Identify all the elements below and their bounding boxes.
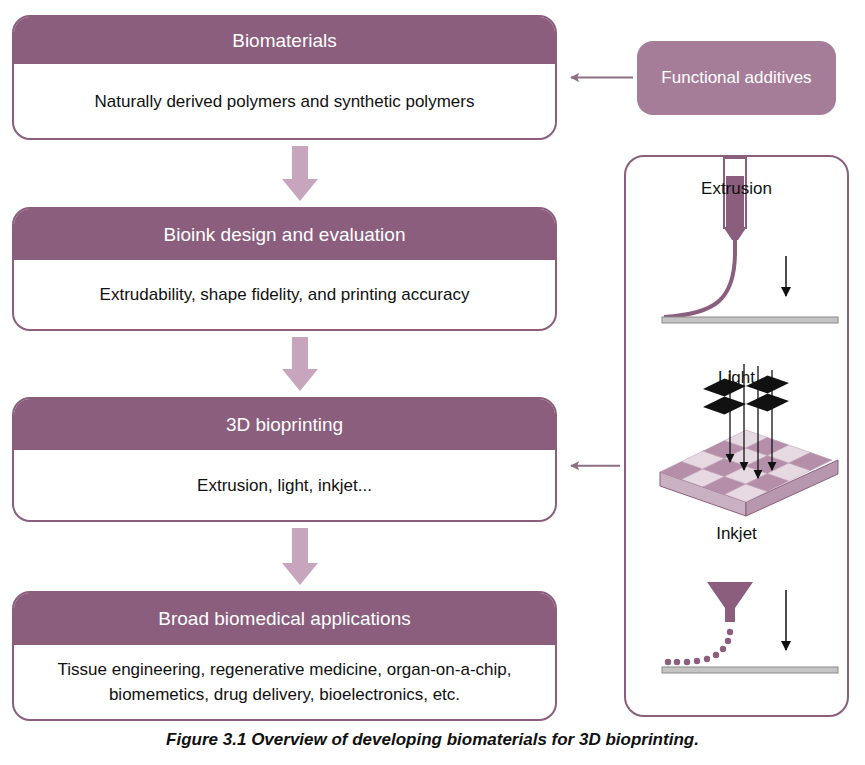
syringe-taper <box>724 228 746 240</box>
droplet <box>665 659 671 665</box>
process-box: Bioink design and evaluationExtrudabilit… <box>12 207 557 331</box>
method-panel: ExtrusionLightInkjet <box>624 155 849 717</box>
inkjet-illustration <box>662 582 838 673</box>
motion-arrow <box>785 590 787 650</box>
light-rays <box>730 364 772 478</box>
header-band: Broad biomedical applications <box>14 593 555 645</box>
droplet <box>720 646 726 652</box>
plate-cell <box>789 453 832 471</box>
motion-arrow <box>785 256 787 296</box>
droplet <box>684 659 690 665</box>
droplet <box>725 638 731 644</box>
extrusion-illustration <box>662 158 838 323</box>
plate-top <box>660 430 832 502</box>
process-box: BiomaterialsNaturally derived polymers a… <box>12 15 557 140</box>
method-label: Inkjet <box>626 524 847 544</box>
box-heading: Bioink design and evaluation <box>164 224 406 246</box>
light-ray <box>729 370 730 462</box>
caption-holder: Figure 3.1 Overview of developing biomat… <box>0 730 865 750</box>
nozzle <box>733 240 737 254</box>
box-heading: Biomaterials <box>232 30 337 52</box>
box-label: Functional additives <box>661 67 811 89</box>
light-ray <box>757 366 758 478</box>
input-box: Functional additives <box>637 41 836 115</box>
photomask <box>703 376 789 415</box>
droplet <box>727 629 733 635</box>
box-text: Extrudability, shape fidelity, and print… <box>100 282 470 307</box>
substrate <box>662 317 838 323</box>
box-text: Naturally derived polymers and synthetic… <box>95 89 475 114</box>
flow-arrow <box>282 528 318 585</box>
box-body: Naturally derived polymers and synthetic… <box>14 64 555 138</box>
mask-square <box>703 379 746 397</box>
process-box: Broad biomedical applicationsTissue engi… <box>12 591 557 721</box>
droplets <box>665 629 733 665</box>
mask-square <box>746 394 789 412</box>
light-illustration <box>660 364 838 516</box>
figure-caption: Figure 3.1 Overview of developing biomat… <box>0 730 865 750</box>
syringe-ink <box>726 176 744 227</box>
droplet <box>713 652 719 658</box>
header-band: 3D bioprinting <box>14 399 555 450</box>
box-text: Extrusion, light, inkjet... <box>197 473 372 498</box>
header-band: Biomaterials <box>14 17 555 64</box>
droplet <box>704 656 710 662</box>
substrate <box>662 667 838 673</box>
filament <box>664 252 735 317</box>
mask-square <box>746 376 789 394</box>
box-body: Extrudability, shape fidelity, and print… <box>14 260 555 329</box>
flow-arrow <box>282 146 318 201</box>
light-ray <box>771 370 772 470</box>
box-body: Tissue engineering, regenerative medicin… <box>14 645 555 719</box>
input-arrow <box>571 465 620 467</box>
method-label: Extrusion <box>626 179 847 199</box>
droplet <box>674 659 680 665</box>
mask-square <box>703 397 746 415</box>
box-heading: 3D bioprinting <box>226 414 343 436</box>
method-label: Light <box>626 368 847 388</box>
droplet <box>694 658 700 664</box>
box-text: Tissue engineering, regenerative medicin… <box>32 657 537 707</box>
flow-arrow <box>282 337 318 391</box>
inkjet-nozzle <box>707 582 753 622</box>
input-arrow <box>571 77 633 79</box>
header-band: Bioink design and evaluation <box>14 209 555 260</box>
process-box: 3D bioprintingExtrusion, light, inkjet..… <box>12 397 557 522</box>
light-ray <box>743 364 744 470</box>
syringe-barrel <box>724 158 746 228</box>
box-heading: Broad biomedical applications <box>158 608 410 630</box>
box-body: Extrusion, light, inkjet... <box>14 450 555 520</box>
